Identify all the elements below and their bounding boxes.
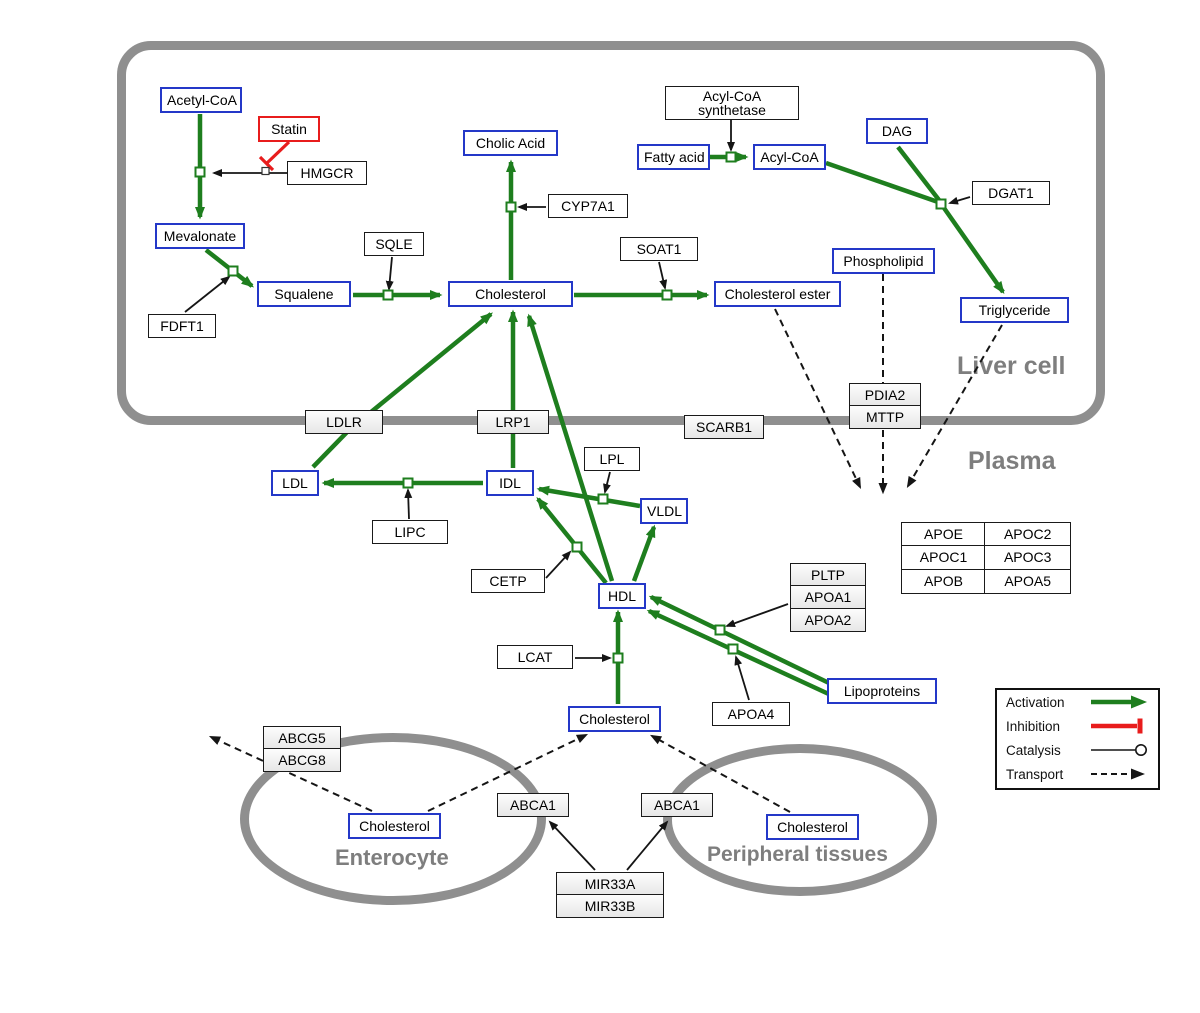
reaction-node-apoa-group xyxy=(714,624,726,636)
plasma-label: Plasma xyxy=(968,447,1056,475)
legend-transport-label: Transport xyxy=(1006,766,1064,782)
node-cyp7a1[interactable]: CYP7A1 xyxy=(548,194,628,218)
node-abcg5[interactable]: ABCG5 xyxy=(263,726,341,750)
reaction-node-lipc xyxy=(402,477,414,489)
node-lipc[interactable]: LIPC xyxy=(372,520,448,544)
reaction-node-lcat xyxy=(612,652,624,664)
node-cetp[interactable]: CETP xyxy=(471,569,545,593)
node-idl[interactable]: IDL xyxy=(486,470,534,496)
node-acetyl-coa[interactable]: Acetyl-CoA xyxy=(160,87,242,113)
node-pltp-apoa-stack: PLTP APOA1 APOA2 xyxy=(790,563,866,632)
transport-dashed-arrow-icon xyxy=(1091,768,1145,780)
node-sqle[interactable]: SQLE xyxy=(364,232,424,256)
node-acyl-coa-synthetase[interactable]: Acyl-CoA synthetase xyxy=(665,86,799,120)
node-abca1-right[interactable]: ABCA1 xyxy=(641,793,713,817)
node-apoa1[interactable]: APOA1 xyxy=(790,585,866,610)
legend-row-inhibition: Inhibition xyxy=(997,714,1158,738)
node-vldl[interactable]: VLDL xyxy=(640,498,688,524)
apo-cell-apoe[interactable]: APOE xyxy=(901,522,986,547)
node-phospholipid[interactable]: Phospholipid xyxy=(832,248,935,274)
node-cholesterol-ester[interactable]: Cholesterol ester xyxy=(714,281,841,307)
apo-cell-apoc1[interactable]: APOC1 xyxy=(901,545,986,571)
activation-arrow-icon xyxy=(1091,695,1147,709)
edge-apoa4-catalysis xyxy=(734,655,750,701)
node-pltp[interactable]: PLTP xyxy=(790,563,866,587)
node-abcg-stack: ABCG5 ABCG8 xyxy=(263,726,341,773)
node-fatty-acid[interactable]: Fatty acid xyxy=(637,144,710,170)
edge-mir33-abca1-right xyxy=(626,820,669,871)
reaction-node-apoa4 xyxy=(727,643,739,655)
node-squalene[interactable]: Squalene xyxy=(257,281,351,307)
apo-cell-apob[interactable]: APOB xyxy=(901,568,986,594)
node-mir33a[interactable]: MIR33A xyxy=(556,872,664,896)
edge-mir33-abca1-left xyxy=(548,820,596,871)
node-lrp1[interactable]: LRP1 xyxy=(477,410,549,434)
node-soat1[interactable]: SOAT1 xyxy=(620,237,698,261)
node-scarb1[interactable]: SCARB1 xyxy=(684,415,764,439)
apo-cell-apoc2[interactable]: APOC2 xyxy=(984,522,1071,547)
node-triglyceride[interactable]: Triglyceride xyxy=(960,297,1069,323)
node-apoa4[interactable]: APOA4 xyxy=(712,702,790,726)
apo-cell-apoc3[interactable]: APOC3 xyxy=(984,545,1071,571)
legend-inhibition-label: Inhibition xyxy=(1006,718,1061,734)
edge-lipc-catalysis xyxy=(404,488,413,520)
node-cholesterol-liver[interactable]: Cholesterol xyxy=(448,281,573,307)
node-fdft1[interactable]: FDFT1 xyxy=(148,314,216,338)
liver-cell-label: Liver cell xyxy=(957,352,1066,380)
apolipoprotein-table: APOE APOC2 APOC1 APOC3 APOB APOA5 xyxy=(901,522,1071,594)
edge-vldl-idl xyxy=(536,485,641,509)
node-ldlr[interactable]: LDLR xyxy=(305,410,383,434)
legend-row-transport: Transport xyxy=(997,762,1158,786)
node-hdl[interactable]: HDL xyxy=(598,583,646,609)
enterocyte-label: Enterocyte xyxy=(335,845,449,870)
node-hmgcr[interactable]: HMGCR xyxy=(287,161,367,185)
edge-lpl-catalysis xyxy=(603,471,611,494)
node-cholesterol-plasma[interactable]: Cholesterol xyxy=(568,706,661,732)
legend-activation-label: Activation xyxy=(1006,694,1065,710)
peripheral-tissues-membrane xyxy=(663,744,937,896)
node-pdia2[interactable]: PDIA2 xyxy=(849,383,921,407)
node-mir33-stack: MIR33A MIR33B xyxy=(556,872,664,919)
edge-apoa-group-catalysis xyxy=(725,603,789,628)
node-mttp[interactable]: MTTP xyxy=(849,405,921,430)
node-dgat1[interactable]: DGAT1 xyxy=(972,181,1050,205)
reaction-node-cetp xyxy=(571,541,583,553)
reaction-node-lpl xyxy=(597,493,609,505)
enterocyte-membrane xyxy=(240,733,546,905)
node-lcat[interactable]: LCAT xyxy=(497,645,573,669)
legend-catalysis-label: Catalysis xyxy=(1006,742,1061,758)
apo-cell-apoa5[interactable]: APOA5 xyxy=(984,568,1071,594)
edge-hdl-idl-cetp xyxy=(536,497,608,585)
acyl-coa-synthetase-line1: Acyl-CoA xyxy=(702,88,762,104)
node-abca1-left[interactable]: ABCA1 xyxy=(497,793,569,817)
node-cholic-acid[interactable]: Cholic Acid xyxy=(463,130,558,156)
edge-hdl-vldl xyxy=(631,524,657,582)
edge-cetp-catalysis xyxy=(545,550,572,579)
node-mevalonate[interactable]: Mevalonate xyxy=(155,223,245,249)
node-dag[interactable]: DAG xyxy=(866,118,928,144)
node-mir33b[interactable]: MIR33B xyxy=(556,894,664,919)
node-cholesterol-peripheral[interactable]: Cholesterol xyxy=(766,814,859,840)
legend-row-catalysis: Catalysis xyxy=(997,738,1158,762)
node-pdia2-mttp-stack: PDIA2 MTTP xyxy=(849,383,921,430)
node-cholesterol-enterocyte[interactable]: Cholesterol xyxy=(348,813,441,839)
catalysis-circle-icon xyxy=(1091,744,1147,756)
node-acyl-coa[interactable]: Acyl-CoA xyxy=(753,144,826,170)
acyl-coa-synthetase-line2: synthetase xyxy=(698,102,766,118)
node-statin[interactable]: Statin xyxy=(258,116,320,142)
inhibition-tbar-icon xyxy=(1091,718,1143,734)
node-apoa2[interactable]: APOA2 xyxy=(790,607,866,632)
node-lipoproteins[interactable]: Lipoproteins xyxy=(827,678,937,704)
node-lpl[interactable]: LPL xyxy=(584,447,640,471)
node-abcg8[interactable]: ABCG8 xyxy=(263,748,341,773)
legend: Activation Inhibition Catalysis Transpor… xyxy=(995,688,1160,790)
peripheral-tissues-label: Peripheral tissues xyxy=(707,843,888,866)
node-ldl[interactable]: LDL xyxy=(271,470,319,496)
legend-row-activation: Activation xyxy=(997,690,1158,714)
